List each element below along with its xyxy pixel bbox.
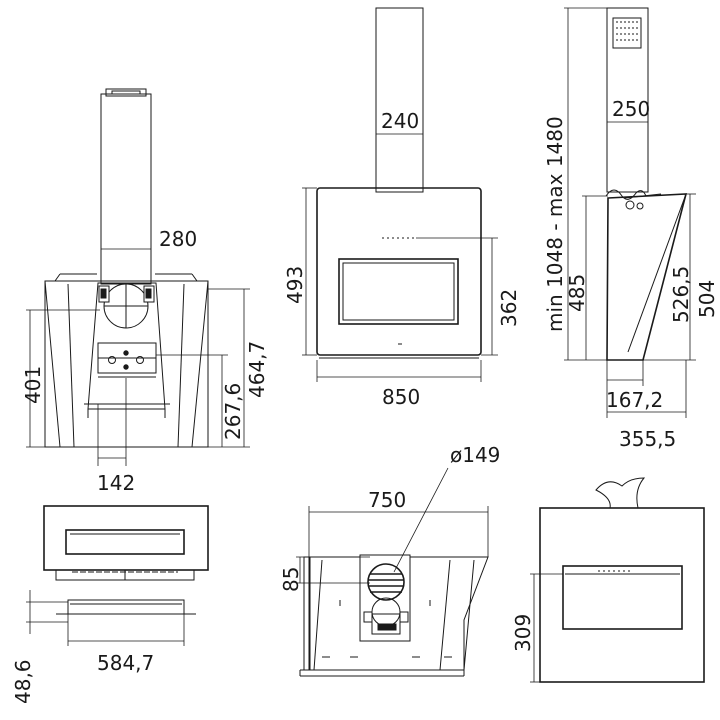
dim-526-5: 526,5 (669, 266, 693, 323)
dim-850: 850 (382, 385, 420, 409)
dim-250: 250 (612, 97, 650, 121)
dim-584-7: 584,7 (97, 651, 154, 675)
dim-485: 485 (565, 274, 589, 312)
dim-min-max: min 1048 - max 1480 (543, 116, 567, 332)
dim-267-6: 267,6 (221, 383, 245, 440)
dim-362: 362 (497, 289, 521, 327)
dim-48-6: 48,6 (11, 659, 35, 704)
dim-493: 493 (283, 266, 307, 304)
fan-motor-icon (363, 563, 409, 635)
dim-309: 309 (511, 614, 535, 652)
side-view (564, 7, 696, 418)
vent-grille-icon (616, 21, 638, 41)
dim-504: 504 (695, 280, 719, 318)
top-view (296, 467, 489, 677)
dim-355-5: 355,5 (619, 427, 676, 451)
dim-142: 142 (97, 471, 135, 495)
dim-phi149: ø149 (450, 443, 500, 467)
dim-464-7: 464,7 (245, 341, 269, 398)
dim-167-2: 167,2 (606, 388, 663, 412)
back-view (530, 477, 705, 683)
dim-280: 280 (159, 227, 197, 251)
front-view-bracket (26, 88, 250, 466)
dim-85: 85 (279, 567, 303, 592)
bottom-view (26, 505, 209, 646)
dim-750: 750 (368, 488, 406, 512)
dim-240: 240 (381, 109, 419, 133)
dim-401: 401 (21, 366, 45, 404)
front-view (302, 7, 498, 382)
